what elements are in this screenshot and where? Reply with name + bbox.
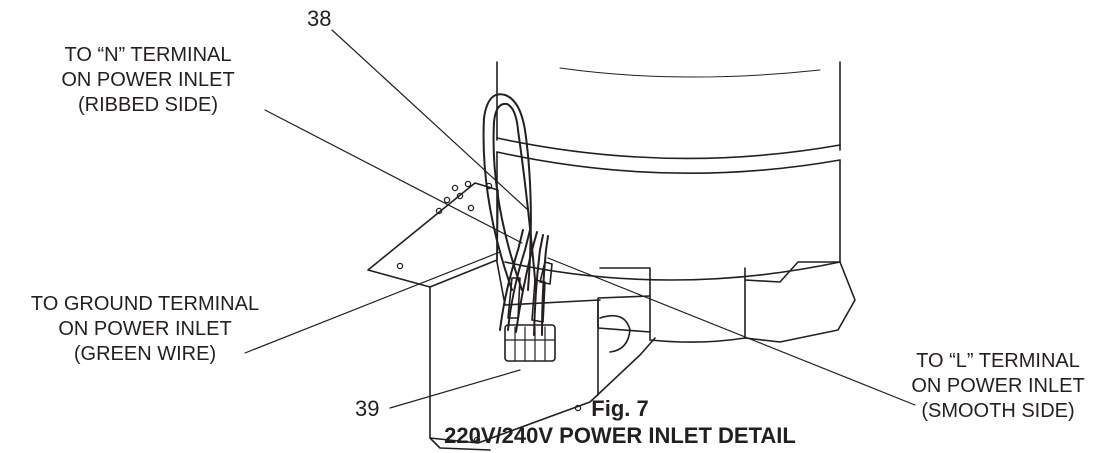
figure-title: 220V/240V POWER INLET DETAIL xyxy=(444,423,796,448)
bracket-holes xyxy=(396,180,582,444)
callout-ground-line-1: TO GROUND TERMINAL xyxy=(30,293,260,315)
motor-housing xyxy=(496,61,856,343)
callout-n-line-3: (RIBBED SIDE) xyxy=(77,94,219,116)
callout-n-line-2: ON POWER INLET xyxy=(61,69,235,91)
callout-ground-line-3: (GREEN WIRE) xyxy=(73,343,217,365)
callout-l-line-3: (SMOOTH SIDE) xyxy=(921,400,1075,422)
leader-lines xyxy=(244,29,916,409)
terminal-connector xyxy=(504,261,556,362)
wire-loop xyxy=(482,93,549,336)
callout-l-line-1: TO “L” TERMINAL xyxy=(916,350,1080,372)
figure-number: Fig. 7 xyxy=(591,396,649,421)
callout-ground-line-2: ON POWER INLET xyxy=(58,318,232,340)
callout-l-line-2: ON POWER INLET xyxy=(911,375,1085,397)
callout-n-terminal: TO “N” TERMINAL ON POWER INLET (RIBBED S… xyxy=(28,43,268,118)
part-number-39: 39 xyxy=(355,396,380,421)
part-number-38: 38 xyxy=(307,6,332,31)
callout-ground-terminal: TO GROUND TERMINAL ON POWER INLET (GREEN… xyxy=(2,292,288,367)
callout-n-line-1: TO “N” TERMINAL xyxy=(64,44,232,66)
callout-l-terminal: TO “L” TERMINAL ON POWER INLET (SMOOTH S… xyxy=(887,349,1109,424)
